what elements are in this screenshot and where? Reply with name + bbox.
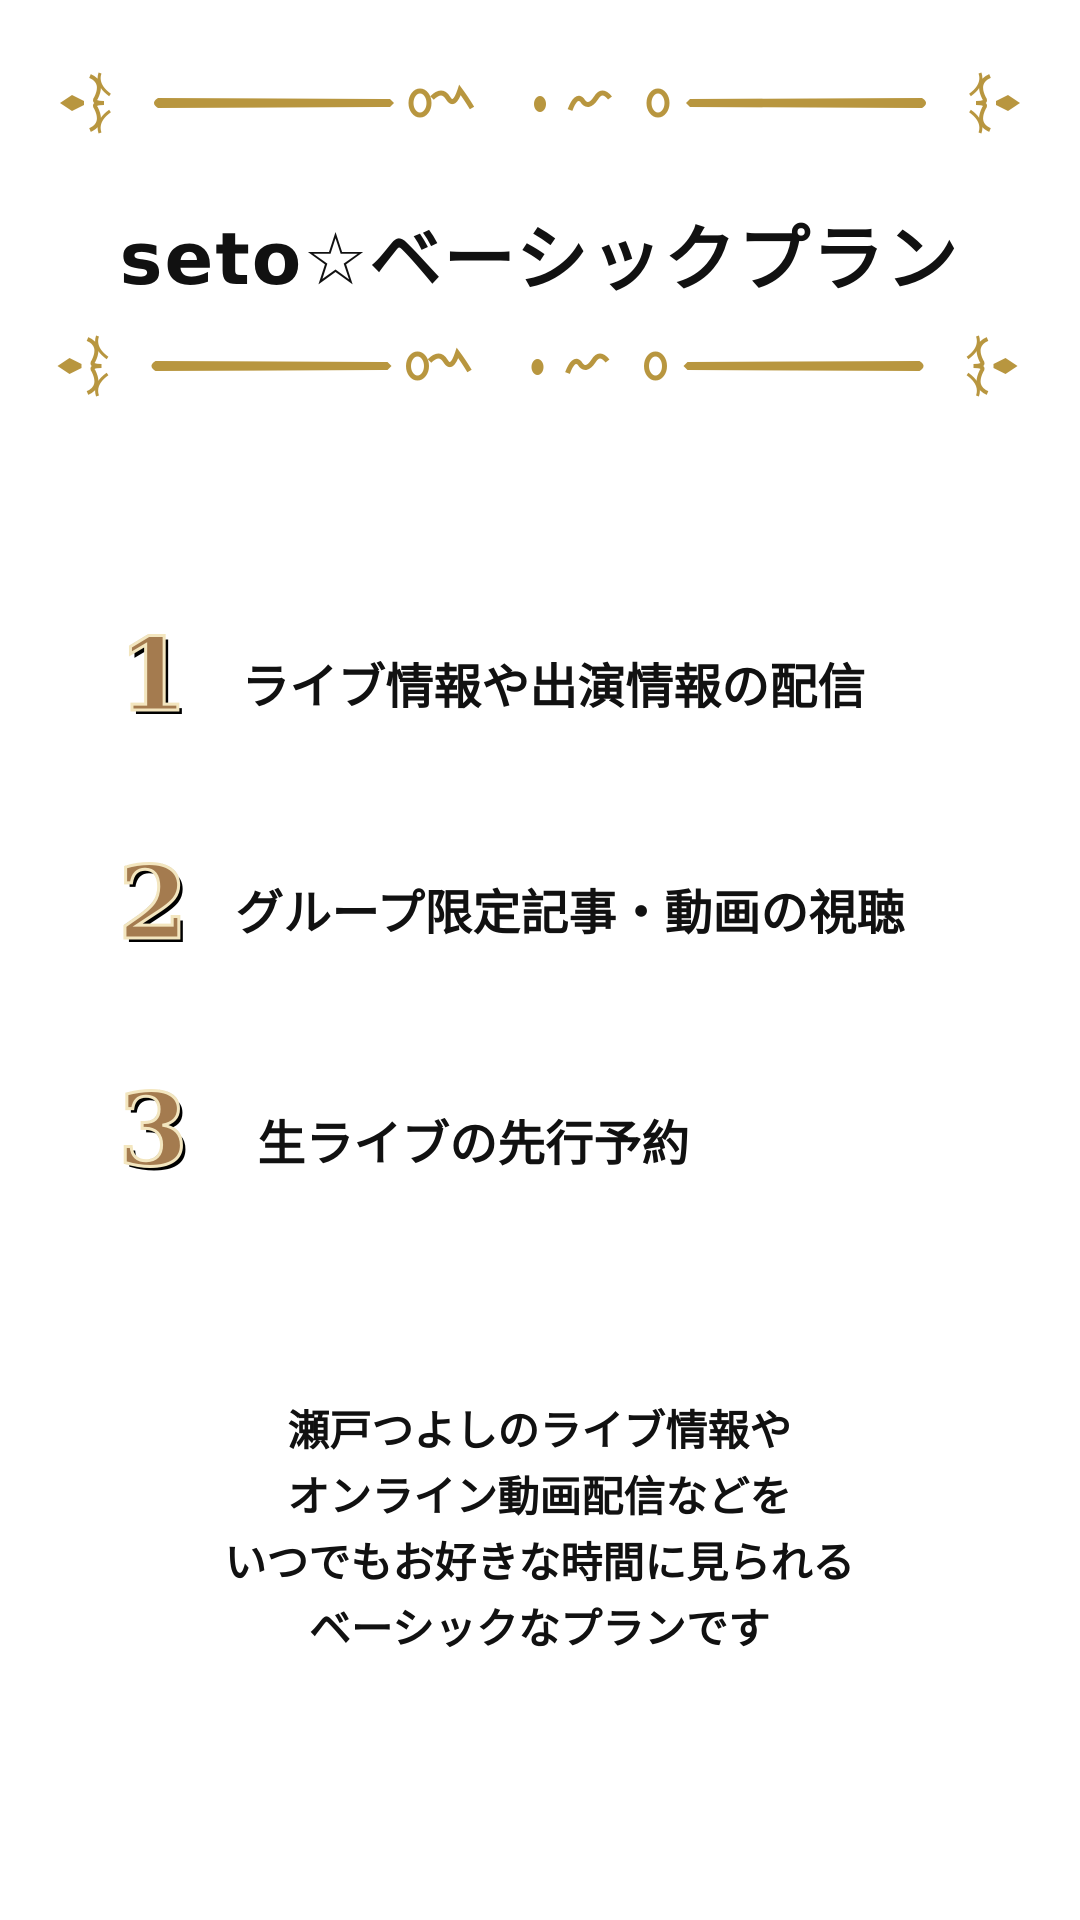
description-line: オンライン動画配信などを [287, 1472, 792, 1521]
feature-item: 3 生ライブの先行予約 [0, 1071, 1080, 1189]
ornamental-divider-bottom [57, 335, 1018, 397]
feature-label: 生ライブの先行予約 [258, 1116, 691, 1172]
description-line: いつでもお好きな時間に見られる [224, 1538, 855, 1587]
page-title: seto☆ベーシックプラン [119, 217, 961, 301]
feature-number-badge: 2 [117, 844, 190, 962]
ornamental-divider-top [60, 72, 1020, 134]
feature-item: 1 ライブ情報や出演情報の配信 [0, 616, 1080, 734]
feature-number-badge: 3 [117, 1071, 190, 1189]
plan-description: 瀬戸つよしのライブ情報や オンライン動画配信などを いつでもお好きな時間に見られ… [0, 1398, 1080, 1662]
feature-label: ライブ情報や出演情報の配信 [242, 659, 867, 715]
description-line: 瀬戸つよしのライブ情報や [287, 1406, 792, 1455]
feature-number-badge: 1 [117, 616, 190, 734]
description-line: ベーシックなプランです [309, 1604, 771, 1653]
feature-label: グループ限定記事・動画の視聴 [236, 885, 906, 941]
feature-item: 2 グループ限定記事・動画の視聴 [0, 844, 1080, 962]
